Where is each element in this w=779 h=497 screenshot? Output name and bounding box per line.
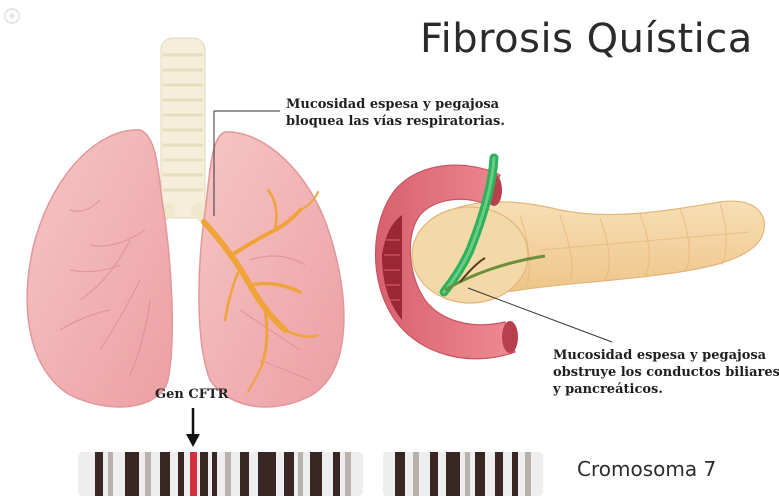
pancreas-callout-line-2: obstruye los conductos biliares [553,364,779,381]
lung-mucus-callout: Mucosidad espesa y pegajosa bloquea las … [286,96,505,130]
pancreas-callout-line-1: Mucosidad espesa y pegajosa [553,347,779,364]
right-lung [199,132,344,407]
left-lung [27,130,172,407]
down-arrow-icon [186,408,200,447]
chromosome-arm-right [383,452,543,496]
gene-cftr-label: Gen CFTR [155,387,228,402]
chromosome-label: Cromosoma 7 [577,457,716,481]
lung-callout-line-1: Mucosidad espesa y pegajosa [286,96,505,113]
pancreas-callout-line-3: y pancreáticos. [553,381,779,398]
page-title: Fibrosis Quística [420,16,753,62]
cftr-gene-band [190,452,197,496]
lung-callout-line-2: bloquea las vías respiratorias. [286,113,505,130]
pancreas-mucus-callout: Mucosidad espesa y pegajosa obstruye los… [553,347,779,398]
chromosome-7 [78,452,543,496]
